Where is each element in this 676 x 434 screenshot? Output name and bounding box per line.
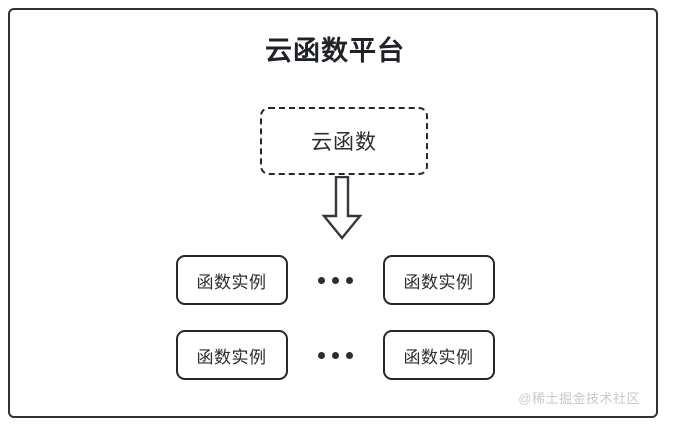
instance-row: 函数实例 函数实例 [10,255,660,305]
down-arrow-icon [316,176,368,240]
function-instance-box: 函数实例 [382,330,495,380]
function-instance-box: 函数实例 [382,255,495,305]
cloud-function-platform-container: 云函数平台 云函数 函数实例 函数实例 [8,8,658,418]
function-instance-label: 函数实例 [403,272,474,292]
ellipsis-icon [288,255,383,305]
function-instance-label: 函数实例 [196,272,267,292]
function-instance-box: 函数实例 [175,255,288,305]
function-instance-box: 函数实例 [175,330,288,380]
function-instances-area: 函数实例 函数实例 函数实例 [10,255,660,405]
function-instance-label: 函数实例 [403,347,474,367]
ellipsis-dot [345,276,353,284]
ellipsis-dot [331,276,339,284]
ellipsis-icon [288,330,383,380]
ellipsis-dot [331,351,339,359]
ellipsis-dot [345,351,353,359]
cloud-function-node: 云函数 [260,107,428,175]
watermark: @稀土掘金技术社区 [518,391,640,406]
ellipsis-dot [317,351,325,359]
ellipsis-dot [317,276,325,284]
instance-row: 函数实例 函数实例 [10,330,660,380]
cloud-function-label: 云函数 [311,131,377,154]
page-title: 云函数平台 [265,36,405,66]
function-instance-label: 函数实例 [196,347,267,367]
